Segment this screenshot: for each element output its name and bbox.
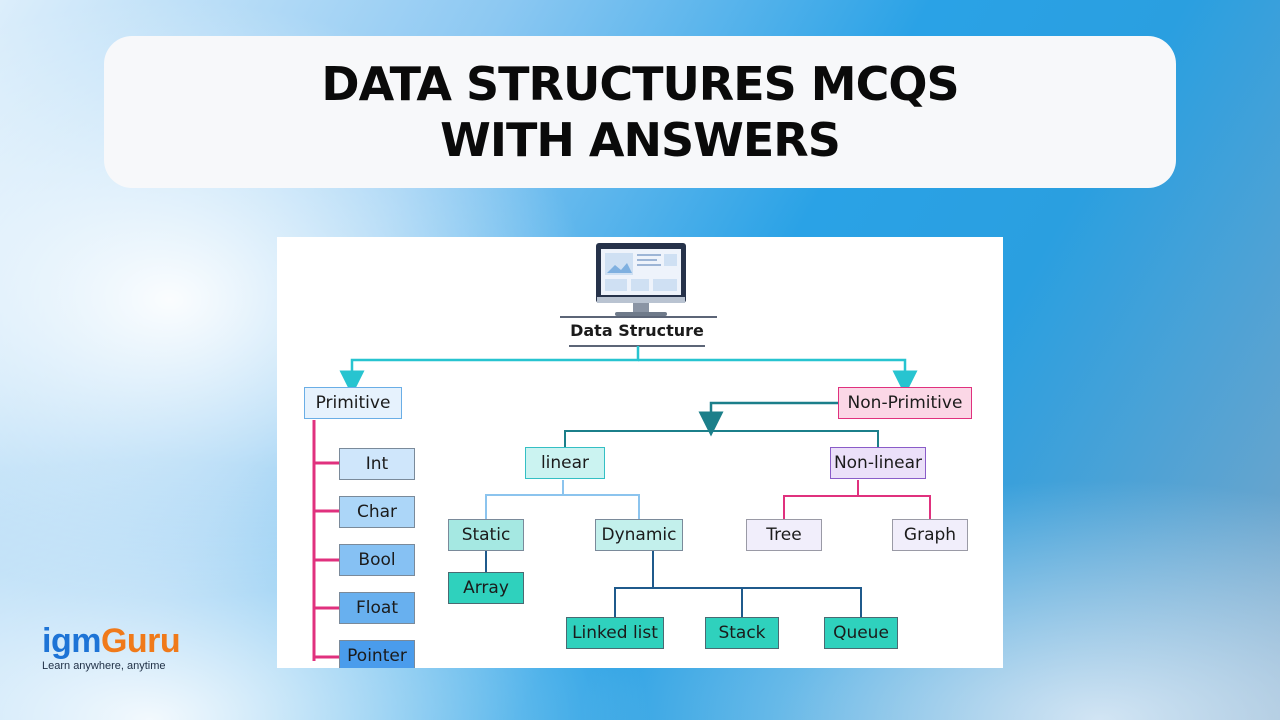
node-int: Int (339, 448, 415, 480)
logo-wordmark: igmGuru (42, 622, 181, 660)
node-float: Float (339, 592, 415, 624)
node-dynamic: Dynamic (595, 519, 683, 551)
root-label: Data Structure (570, 321, 704, 340)
node-primitive: Primitive (304, 387, 402, 419)
node-non-linear: Non-linear (830, 447, 926, 479)
node-char: Char (339, 496, 415, 528)
node-bool: Bool (339, 544, 415, 576)
computer-monitor-icon (596, 243, 686, 316)
data-structure-diagram: Data Structure Primitive Non-Primitive I… (277, 237, 1003, 668)
page-title: DATA STRUCTURES MCQS WITH ANSWERS (321, 57, 959, 167)
node-graph: Graph (892, 519, 968, 551)
igmguru-logo: igmGuru Learn anywhere, anytime (42, 622, 181, 672)
node-tree: Tree (746, 519, 822, 551)
node-linear: linear (525, 447, 605, 479)
node-pointer: Pointer (339, 640, 415, 668)
node-non-primitive: Non-Primitive (838, 387, 972, 419)
node-array: Array (448, 572, 524, 604)
node-stack: Stack (705, 617, 779, 649)
diagram-connectors (312, 243, 931, 661)
title-banner: DATA STRUCTURES MCQS WITH ANSWERS (104, 36, 1176, 188)
logo-part-igm: igm (42, 622, 101, 660)
node-linked-list: Linked list (566, 617, 664, 649)
logo-part-guru: Guru (100, 622, 181, 660)
node-queue: Queue (824, 617, 898, 649)
node-static: Static (448, 519, 524, 551)
logo-tagline: Learn anywhere, anytime (42, 660, 166, 672)
